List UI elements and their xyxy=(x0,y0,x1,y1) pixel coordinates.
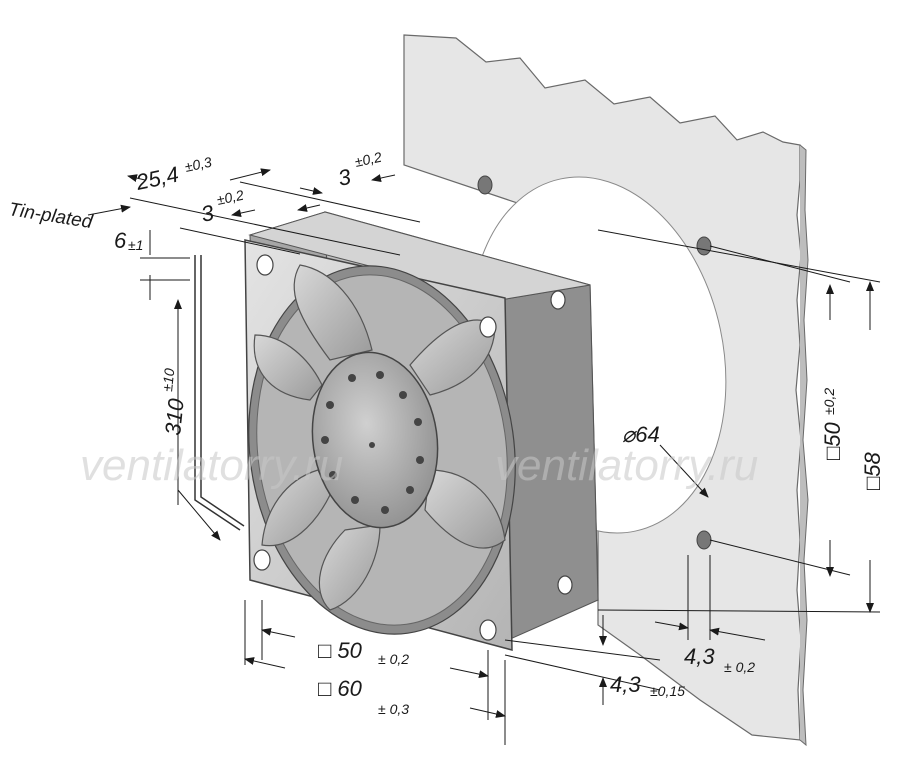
dim-310: 310 xyxy=(160,397,189,437)
tol-4-3-lower: ±0,15 xyxy=(650,683,685,699)
tol-sq50-side: ±0,2 xyxy=(821,388,837,415)
panel-hole-bottom-right xyxy=(696,530,712,550)
panel-hole-top-left xyxy=(477,175,493,195)
dim-4-3-right: 4,3 xyxy=(684,644,715,669)
fan-unit xyxy=(244,211,599,651)
label-tin-plated: Tin-plated xyxy=(7,199,95,233)
dim-6: 6 xyxy=(114,228,127,253)
dim-sq58: □58 xyxy=(860,451,885,490)
dim-sq50-side: □50 xyxy=(820,421,845,460)
tol-3-upper: ±0,2 xyxy=(353,149,383,170)
hub-holes xyxy=(321,371,424,514)
dim-3-lower: 3 xyxy=(199,200,217,227)
tol-6: ±1 xyxy=(128,237,143,253)
watermark-right: ventilatorry.ru xyxy=(495,441,758,490)
dim-3-upper: 3 xyxy=(336,164,354,191)
dimension-lines xyxy=(87,168,881,745)
tol-sq50-bottom: ± 0,2 xyxy=(378,651,409,667)
tol-sq60: ± 0,3 xyxy=(378,701,409,717)
lead-wires xyxy=(194,255,245,531)
tol-4-3-right: ± 0,2 xyxy=(724,659,755,675)
tol-25-4: ±0,3 xyxy=(183,154,213,175)
dim-sq60: □ 60 xyxy=(318,676,363,701)
dim-sq50-bottom: □ 50 xyxy=(318,638,363,663)
fan-corner-holes xyxy=(253,254,573,641)
tol-310: ±10 xyxy=(159,367,177,392)
dim-diameter-64: ⌀64 xyxy=(622,422,660,447)
fan-blades xyxy=(253,264,506,611)
tol-3-lower: ±0,2 xyxy=(215,187,245,208)
dim-4-3-lower: 4,3 xyxy=(610,672,641,697)
panel-hole-top-right xyxy=(696,236,712,256)
dim-25-4: 25,4 xyxy=(133,162,181,196)
watermark-left: ventilatorry.ru xyxy=(80,441,343,490)
